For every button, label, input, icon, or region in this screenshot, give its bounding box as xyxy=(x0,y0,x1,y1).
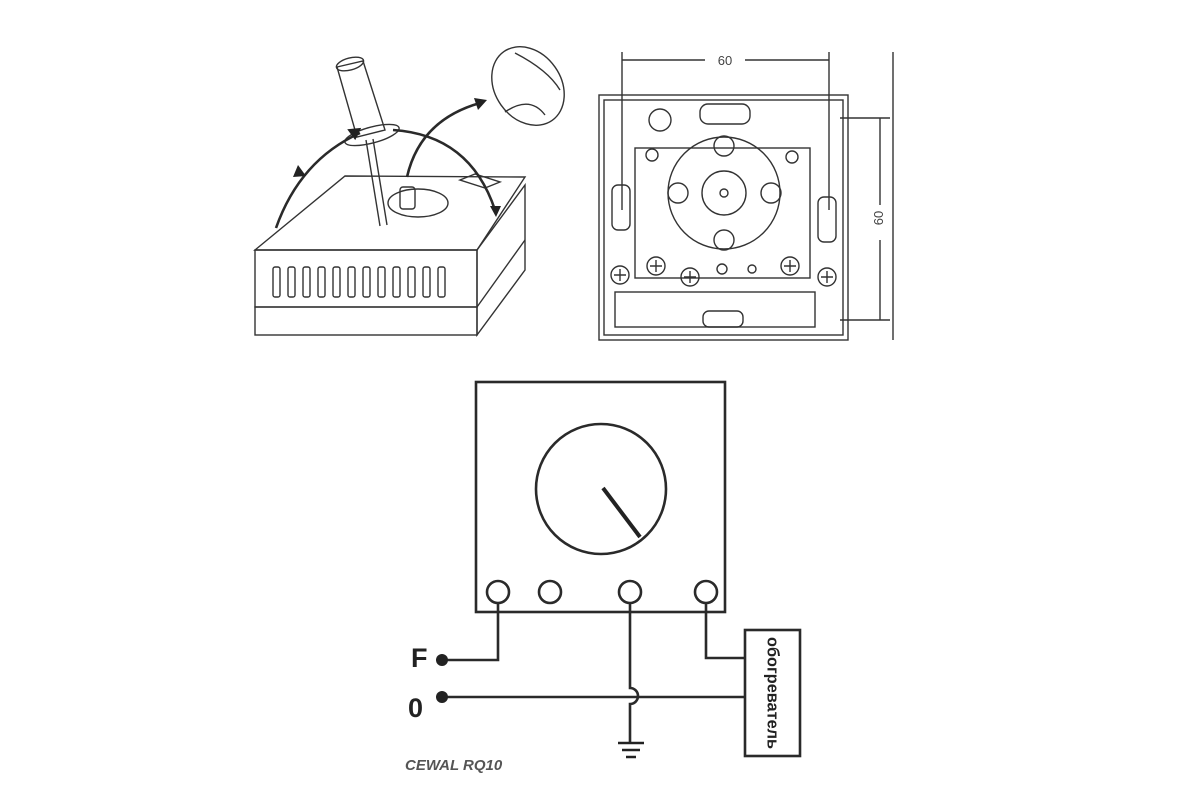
model-label: CEWAL RQ10 xyxy=(405,757,503,774)
heater-label: обогреватель xyxy=(764,637,783,749)
ground-icon xyxy=(618,741,644,759)
knob-shaft xyxy=(399,186,416,210)
dial-pointer xyxy=(601,486,642,539)
knob-base xyxy=(387,188,449,218)
isometric-thermostat-illustration xyxy=(253,46,565,338)
screwdriver-icon xyxy=(335,56,400,227)
phase-wire xyxy=(442,603,500,662)
ventilation-slots xyxy=(272,266,446,298)
ground-wire xyxy=(628,603,640,742)
knob-cap xyxy=(491,46,565,126)
terminal-4 xyxy=(693,579,719,605)
housing-side-face xyxy=(476,182,526,338)
dial-plate xyxy=(667,136,781,250)
phase-terminal-dot xyxy=(436,654,448,666)
terminal-3 xyxy=(617,579,643,605)
top-view-drawing: 60 60 xyxy=(598,52,894,341)
thermostat-box xyxy=(474,380,727,614)
height-dimension: 60 xyxy=(871,211,886,225)
removal-arrows xyxy=(274,98,501,229)
heater-wire xyxy=(704,603,745,660)
phase-label: F xyxy=(411,643,428,673)
width-dimension: 60 xyxy=(718,53,732,68)
neutral-label: 0 xyxy=(408,693,423,723)
neutral-terminal-dot xyxy=(436,691,448,703)
heater-box xyxy=(743,628,802,758)
wiring-schematic: F 0 обогреватель CEWAL RQ10 xyxy=(405,380,802,774)
housing-outline xyxy=(598,94,849,341)
terminal-screws xyxy=(610,148,837,287)
terminal-1 xyxy=(485,579,511,605)
housing-base-band xyxy=(254,306,478,336)
dial xyxy=(534,422,668,556)
terminal-2 xyxy=(537,579,563,605)
latch xyxy=(457,173,503,189)
